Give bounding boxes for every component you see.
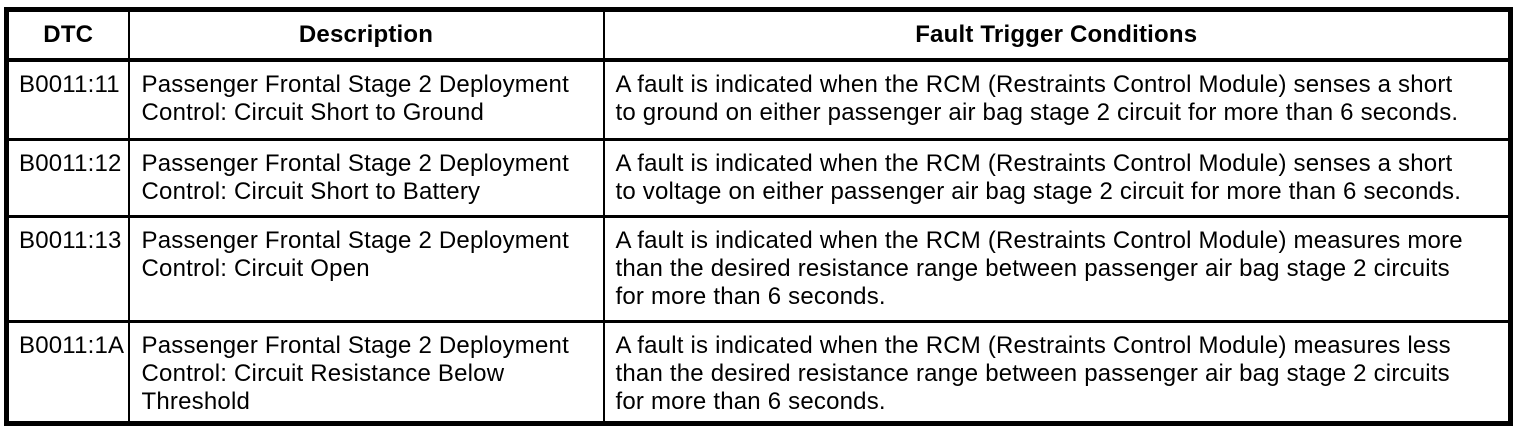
table-row: B0011:12 Passenger Frontal Stage 2 Deplo… bbox=[5, 137, 1512, 218]
table-row: B0011:1A Passenger Frontal Stage 2 Deplo… bbox=[5, 319, 1512, 425]
description-cell: Passenger Frontal Stage 2 Deployment Con… bbox=[127, 319, 605, 425]
description-cell: Passenger Frontal Stage 2 Deployment Con… bbox=[127, 137, 605, 218]
column-header-fault-trigger-conditions: Fault Trigger Conditions bbox=[602, 8, 1512, 62]
dtc-code-cell: B0011:11 bbox=[5, 58, 130, 141]
dtc-code-cell: B0011:13 bbox=[5, 214, 130, 323]
fault-trigger-conditions-cell: A fault is indicated when the RCM (Restr… bbox=[602, 319, 1512, 425]
header-row: DTC Description Fault Trigger Conditions bbox=[5, 8, 1512, 62]
fault-trigger-conditions-cell: A fault is indicated when the RCM (Restr… bbox=[602, 58, 1512, 141]
table-row: B0011:13 Passenger Frontal Stage 2 Deplo… bbox=[5, 214, 1512, 323]
fault-trigger-conditions-cell: A fault is indicated when the RCM (Restr… bbox=[602, 214, 1512, 323]
column-header-description: Description bbox=[127, 8, 605, 62]
column-header-dtc: DTC bbox=[5, 8, 130, 62]
dtc-code-cell: B0011:1A bbox=[5, 319, 130, 425]
table-row: B0011:11 Passenger Frontal Stage 2 Deplo… bbox=[5, 58, 1512, 141]
table-header: DTC Description Fault Trigger Conditions bbox=[5, 8, 1512, 62]
dtc-fault-table: DTC Description Fault Trigger Conditions… bbox=[4, 7, 1513, 426]
description-cell: Passenger Frontal Stage 2 Deployment Con… bbox=[127, 58, 605, 141]
table-body: B0011:11 Passenger Frontal Stage 2 Deplo… bbox=[5, 58, 1512, 425]
fault-trigger-conditions-cell: A fault is indicated when the RCM (Restr… bbox=[602, 137, 1512, 218]
dtc-code-cell: B0011:12 bbox=[5, 137, 130, 218]
description-cell: Passenger Frontal Stage 2 Deployment Con… bbox=[127, 214, 605, 323]
